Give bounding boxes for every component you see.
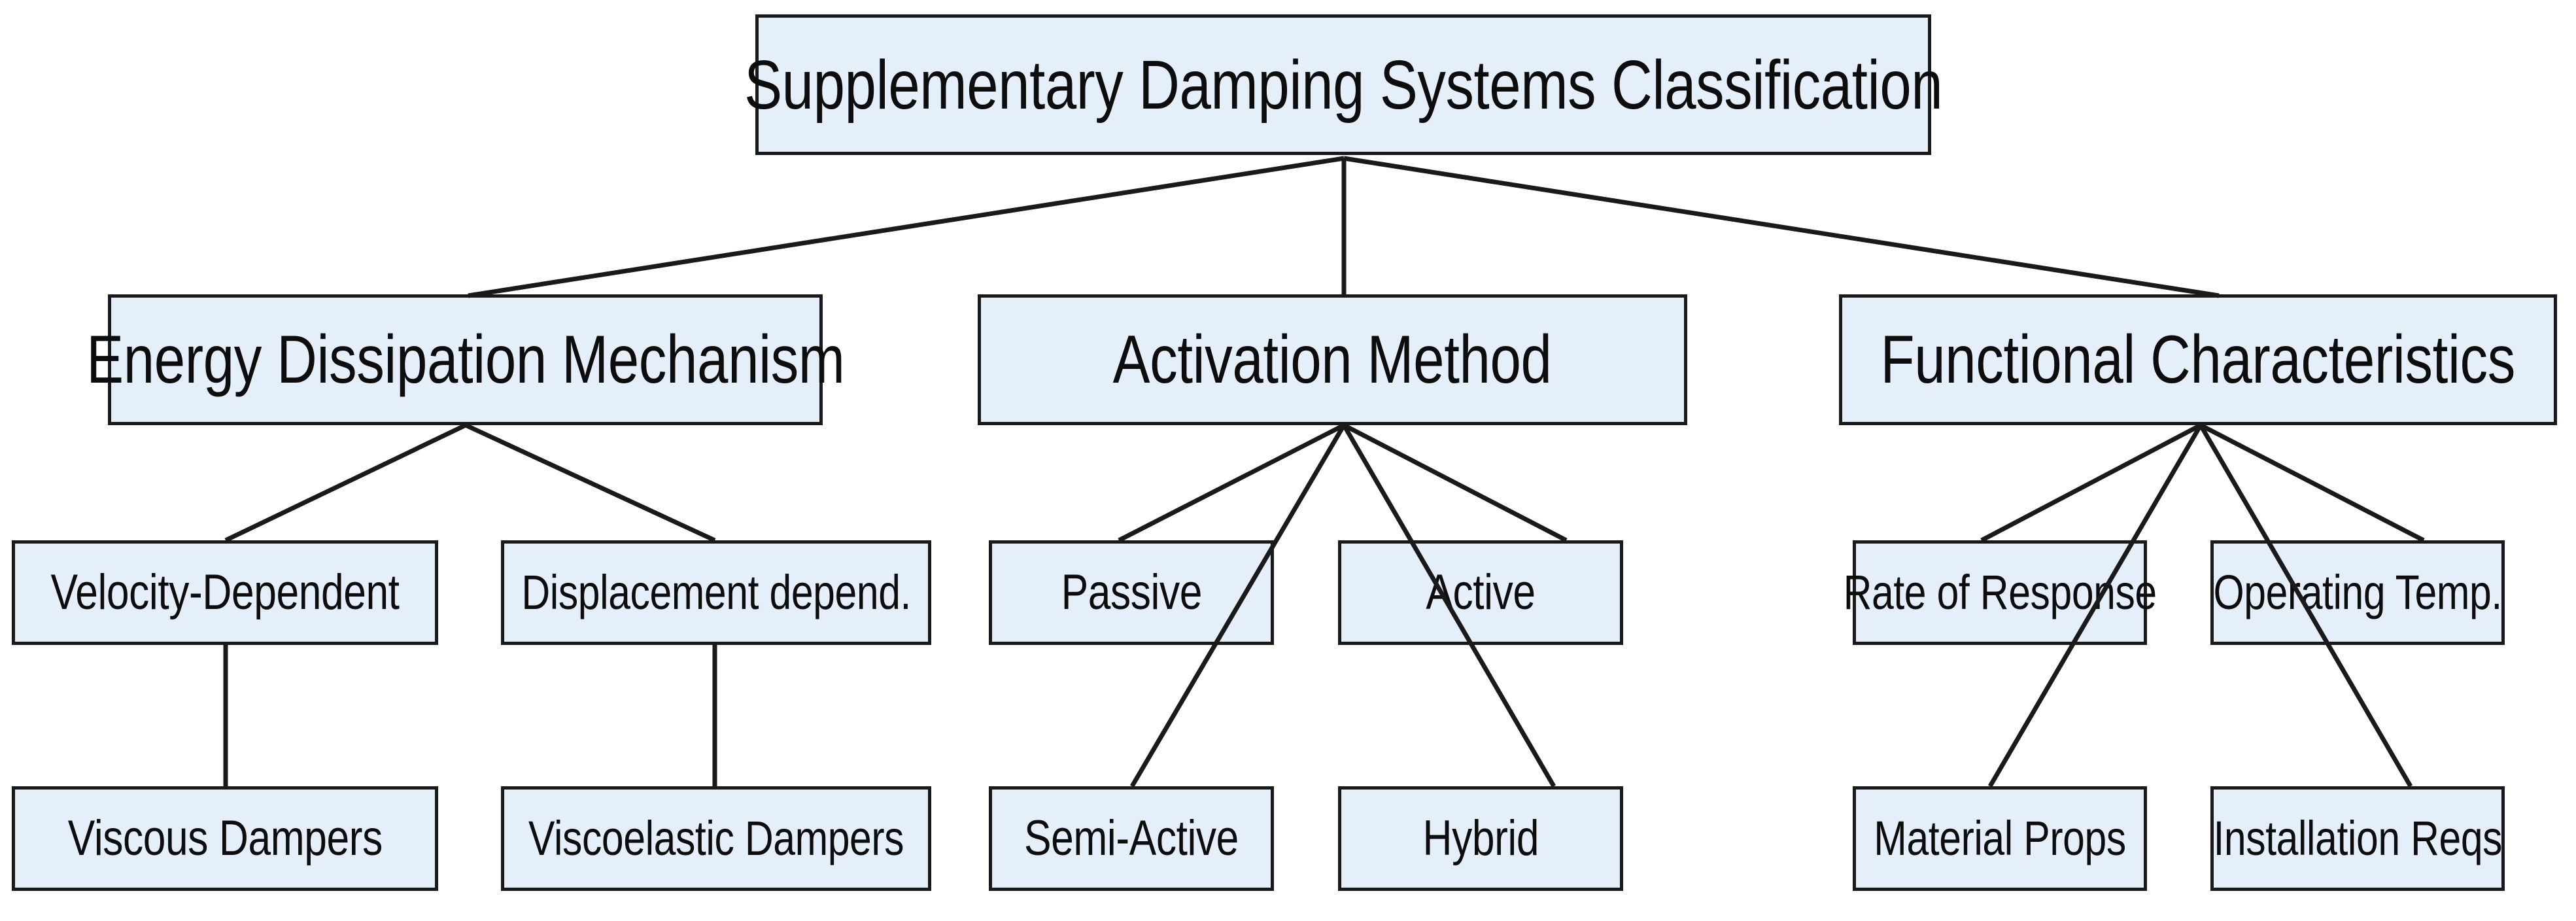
node-material-props[interactable]: Material Props — [1853, 786, 2147, 891]
node-viscoelastic-dampers[interactable]: Viscoelastic Dampers — [501, 786, 931, 891]
node-hybrid[interactable]: Hybrid — [1338, 786, 1623, 891]
node-material-props-label: Material Props — [1874, 811, 2126, 865]
node-velocity-dependent[interactable]: Velocity-Dependent — [12, 540, 438, 645]
node-displacement-depend-label: Displacement depend. — [521, 565, 911, 619]
node-viscoelastic-dampers-label: Viscoelastic Dampers — [528, 811, 904, 865]
node-functional-characteristics[interactable]: Functional Characteristics — [1839, 294, 2557, 425]
node-hybrid-label: Hybrid — [1422, 810, 1539, 866]
node-semi-active-label: Semi-Active — [1024, 810, 1239, 866]
node-active[interactable]: Active — [1338, 540, 1623, 645]
node-functional-characteristics-label: Functional Characteristics — [1880, 322, 2516, 398]
node-installation-reqs-label: Installation Reqs — [2213, 811, 2502, 865]
node-rate-of-response[interactable]: Rate of Response — [1843, 540, 2157, 645]
node-root[interactable]: Supplementary Damping Systems Classifica… — [744, 14, 1943, 155]
node-active-label: Active — [1426, 565, 1536, 620]
node-operating-temp-label: Operating Temp. — [2213, 565, 2502, 619]
node-root-label: Supplementary Damping Systems Classifica… — [744, 46, 1943, 124]
node-installation-reqs[interactable]: Installation Reqs — [2210, 786, 2505, 891]
node-displacement-depend[interactable]: Displacement depend. — [501, 540, 931, 645]
node-activation-method-label: Activation Method — [1113, 322, 1552, 398]
node-activation-method[interactable]: Activation Method — [978, 294, 1687, 425]
node-passive[interactable]: Passive — [989, 540, 1274, 645]
node-passive-label: Passive — [1061, 565, 1202, 620]
node-velocity-dependent-label: Velocity-Dependent — [50, 565, 400, 620]
node-energy-dissipation-mechanism[interactable]: Energy Dissipation Mechanism — [86, 294, 845, 425]
node-viscous-dampers[interactable]: Viscous Dampers — [12, 786, 438, 891]
node-semi-active[interactable]: Semi-Active — [989, 786, 1274, 891]
node-viscous-dampers-label: Viscous Dampers — [67, 810, 383, 866]
node-operating-temp[interactable]: Operating Temp. — [2210, 540, 2505, 645]
node-energy-dissipation-mechanism-label: Energy Dissipation Mechanism — [86, 322, 845, 398]
node-rate-of-response-label: Rate of Response — [1843, 565, 2157, 619]
